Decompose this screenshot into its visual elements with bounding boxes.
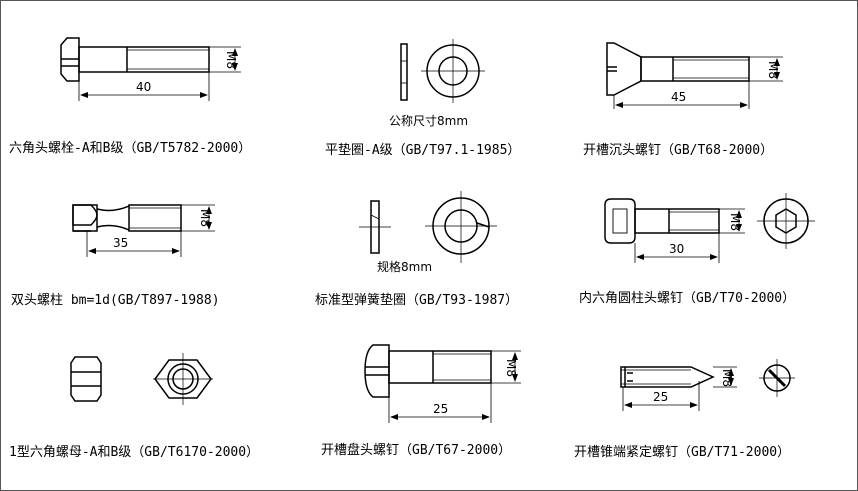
caption-spring-washer: 标准型弹簧垫圈（GB/T93-1987） (315, 293, 519, 308)
dim-length-socket: 30 (669, 242, 684, 256)
caption-countersunk-screw: 开槽沉头螺钉（GB/T68-2000） (583, 143, 774, 158)
caption-set-screw: 开槽锥端紧定螺钉（GB/T71-2000） (574, 445, 791, 460)
spring-washer-size-note: 规格8mm (377, 260, 433, 274)
dim-thread-stud: M8 (198, 209, 212, 227)
caption-hex-bolt: 六角头螺栓-A和B级（GB/T5782-2000） (9, 141, 252, 156)
dim-thread-countersunk: M8 (766, 61, 780, 79)
socket-cap-screw-figure (604, 193, 815, 263)
dim-thread-setscrew: M8 (720, 369, 734, 387)
countersunk-screw-figure (606, 42, 783, 109)
dim-length-stud: 35 (113, 236, 128, 250)
dim-length-countersunk: 45 (671, 90, 686, 104)
caption-flat-washer: 平垫圈-A级（GB/T97.1-1985） (325, 143, 521, 158)
washer-size-note: 公称尺寸8mm (389, 114, 469, 128)
caption-hex-nut: 1型六角螺母-A和B级（GB/T6170-2000） (9, 445, 260, 460)
dim-thread-socket: M8 (728, 213, 742, 231)
hex-nut-figure (70, 353, 213, 405)
caption-socket-cap-screw: 内六角圆柱头螺钉（GB/T70-2000） (579, 291, 796, 306)
flat-washer-figure (400, 39, 485, 103)
caption-pan-head-screw: 开槽盘头螺钉（GB/T67-2000） (321, 443, 512, 458)
dim-length-setscrew: 25 (653, 390, 668, 404)
dim-thread-bolt: M8 (224, 51, 238, 69)
caption-stud: 双头螺柱 bm=1d(GB/T897-1988) (11, 293, 220, 308)
dim-length-bolt: 40 (136, 80, 151, 94)
dim-length-panhead: 25 (433, 402, 448, 416)
set-screw-figure (620, 359, 795, 411)
pan-head-screw-figure (364, 344, 521, 423)
hex-bolt-figure (60, 37, 241, 101)
spring-washer-figure (359, 191, 497, 263)
dim-thread-panhead: M8 (504, 359, 518, 377)
stud-figure (72, 204, 215, 257)
